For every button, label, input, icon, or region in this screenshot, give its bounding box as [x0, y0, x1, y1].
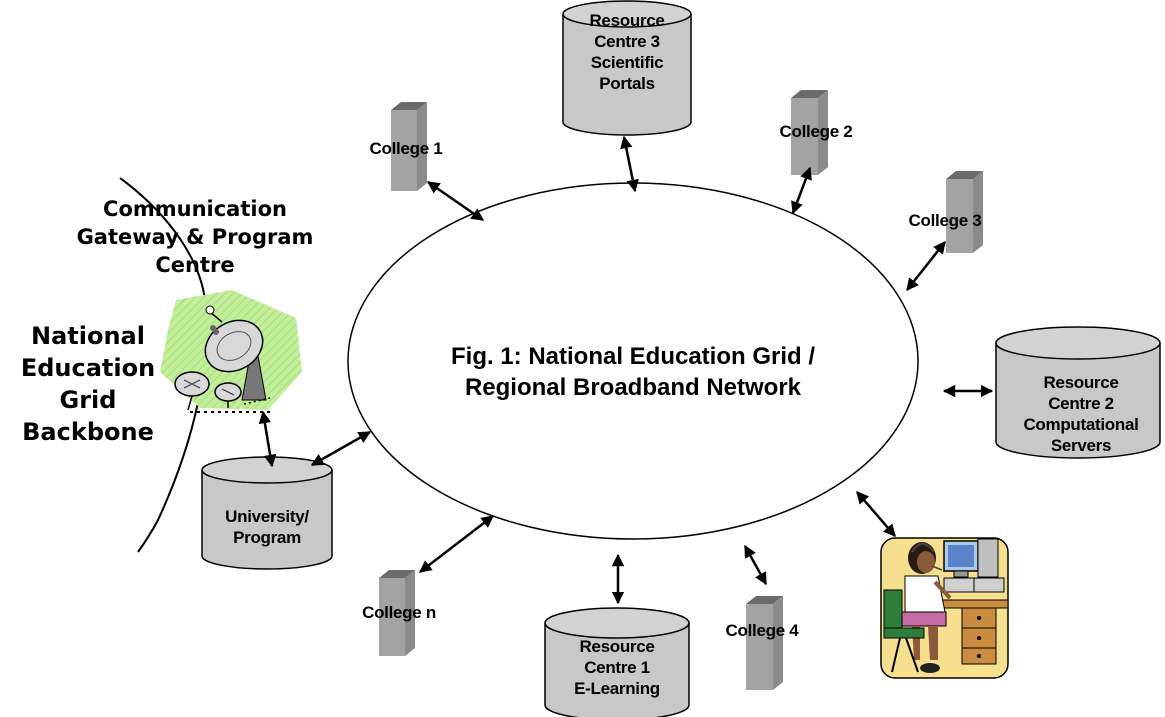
college-n-label: College n	[362, 603, 436, 622]
college-2-label: College 2	[779, 122, 853, 141]
link-university	[310, 430, 372, 467]
cylinder-resource-centre-1	[544, 607, 690, 717]
rc3-line-4: Portals	[599, 74, 655, 93]
cylinder-resource-centre-2	[995, 326, 1161, 459]
backbone-label-line-1: National	[31, 322, 145, 350]
operator-workstation-icon	[880, 537, 1009, 679]
server-college-3	[946, 171, 983, 253]
rc3-line-3: Scientific	[590, 53, 664, 72]
university-line-1: University/	[225, 507, 309, 526]
college-3-label: College 3	[908, 211, 982, 230]
college-1-label: College 1	[369, 139, 443, 158]
gateway-label-line-3: Centre	[155, 253, 235, 277]
server-college-4	[746, 596, 783, 690]
rc1-line-3: E-Learning	[574, 679, 660, 698]
university-line-2: Program	[233, 528, 301, 547]
rc1-line-2: Centre 1	[584, 658, 650, 677]
server-college-1	[391, 102, 427, 191]
network-title-line-2: Regional Broadband Network	[464, 374, 802, 401]
resource-centre-2-label: Resource Centre 2 Computational Servers	[1003, 372, 1159, 456]
server-college-n	[379, 570, 415, 656]
link-college-n	[419, 515, 494, 573]
gateway-label-line-2: Gateway & Program	[76, 225, 314, 249]
rc2-line-1: Resource	[1043, 373, 1119, 392]
university-program-label: University/ Program	[204, 506, 330, 548]
backbone-label-line-2: Education	[20, 354, 156, 382]
satellite-dish-icon	[160, 290, 302, 413]
resource-centre-1-label: Resource Centre 1 E-Learning	[555, 636, 679, 699]
cylinder-resource-centre-3	[562, 0, 692, 136]
backbone-label-line-4: Backbone	[22, 418, 154, 446]
rc3-line-1: Resource	[589, 11, 665, 30]
backbone-label: National Education Grid Backbone	[3, 320, 173, 448]
link-resource-centre-3	[620, 135, 639, 193]
rc2-line-3: Computational	[1023, 415, 1139, 434]
gateway-label-line-1: Communication	[103, 197, 287, 221]
rc3-line-2: Centre 3	[594, 32, 660, 51]
network-title-line-1: Fig. 1: National Education Grid /	[450, 343, 816, 370]
rc1-line-1: Resource	[579, 637, 655, 656]
backbone-label-line-3: Grid	[59, 386, 117, 414]
link-college-3	[906, 241, 946, 291]
rc2-line-2: Centre 2	[1048, 394, 1114, 413]
resource-centre-3-label: Resource Centre 3 Scientific Portals	[567, 10, 687, 94]
link-gateway-university	[258, 410, 277, 468]
network-title: Fig. 1: National Education Grid / Region…	[398, 341, 868, 403]
link-college-4	[743, 544, 768, 586]
link-workstation	[856, 491, 896, 537]
server-college-2	[791, 90, 828, 175]
gateway-label: Communication Gateway & Program Centre	[60, 195, 330, 279]
link-college-2	[791, 166, 812, 215]
link-college-1	[426, 180, 485, 222]
college-4-label: College 4	[725, 621, 799, 640]
cylinder-university-program	[201, 456, 333, 570]
rc2-line-4: Servers	[1050, 436, 1112, 455]
